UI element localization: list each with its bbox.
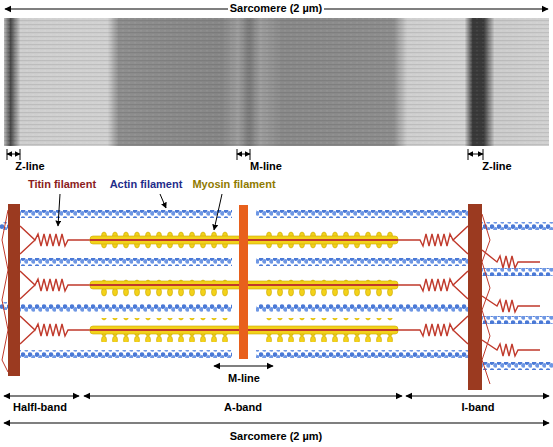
dimension-arrow — [406, 395, 549, 396]
label-text: M-line — [248, 160, 284, 173]
label-text: Sarcomere (2 µm) — [228, 430, 325, 443]
dimension-arrow — [214, 365, 273, 366]
dimension-arrow — [84, 395, 402, 396]
leader-line — [160, 194, 166, 208]
actin — [482, 362, 553, 370]
actin — [482, 316, 553, 324]
z-lattice-line — [2, 210, 8, 372]
titin-filaments — [20, 226, 540, 356]
leader-line — [58, 194, 60, 226]
actin — [256, 350, 468, 358]
label-text: Titin filament — [26, 178, 98, 191]
width-arrow — [468, 154, 483, 155]
z-disc — [468, 204, 482, 390]
width-arrow — [237, 154, 250, 155]
titin — [20, 226, 92, 254]
dimension-arrows — [4, 366, 549, 423]
dimension-arrow — [4, 395, 79, 396]
actin — [256, 258, 468, 266]
titin — [396, 271, 468, 299]
titin — [396, 316, 468, 344]
label-text: M-line — [226, 372, 262, 385]
leader-lines — [58, 194, 222, 230]
micrograph-texture — [4, 18, 549, 146]
label-text: Z-line — [13, 160, 46, 173]
dimension-arrow — [4, 422, 549, 423]
label-text: Sarcomere (2 µm) — [228, 2, 325, 15]
micrograph — [4, 18, 549, 146]
titin — [482, 296, 540, 312]
label-text: Actin filament — [108, 178, 185, 191]
actin — [20, 210, 232, 218]
titin — [482, 340, 540, 356]
z-lattice — [2, 210, 490, 384]
actin — [482, 268, 553, 276]
actin — [20, 350, 232, 358]
width-arrow — [7, 154, 20, 155]
label-text: Myosin filament — [190, 178, 277, 191]
m-line-disc — [239, 205, 248, 359]
z-lattice-line — [482, 214, 490, 384]
label-text: Z-line — [480, 160, 513, 173]
z-disc — [8, 204, 20, 376]
titin — [482, 250, 540, 268]
actin — [256, 304, 468, 312]
leader-line — [214, 194, 222, 230]
titin — [396, 226, 468, 254]
label-text: A-band — [222, 401, 264, 414]
label-text: I-band — [460, 401, 497, 414]
actin — [20, 258, 232, 266]
width-marks — [7, 149, 483, 160]
label-text: Halfl-band — [11, 401, 69, 414]
actin — [20, 304, 232, 312]
actin — [482, 222, 553, 230]
actin — [256, 210, 468, 218]
titin — [20, 271, 92, 299]
titin — [20, 316, 92, 344]
